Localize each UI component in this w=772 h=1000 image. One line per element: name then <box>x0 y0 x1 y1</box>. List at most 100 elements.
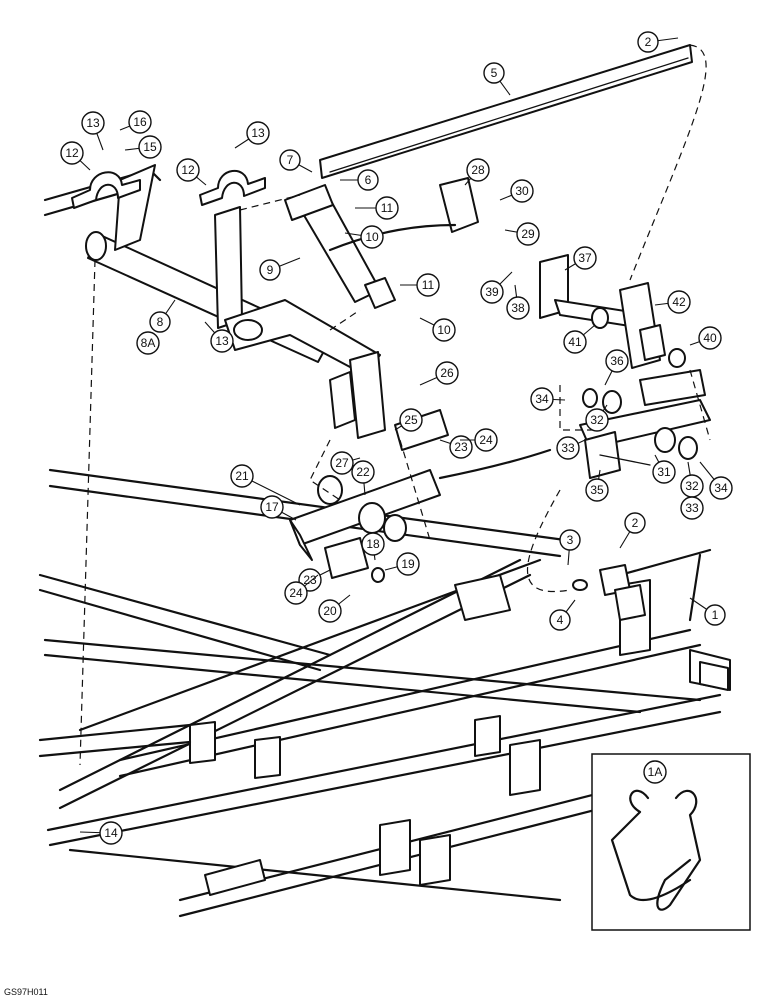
callout-c28: 28 <box>464 158 490 186</box>
callout-label-c12b: 12 <box>181 163 195 177</box>
callout-circle-c32a <box>585 408 609 432</box>
callout-label-c22: 22 <box>356 465 370 479</box>
callout-label-c18: 18 <box>366 537 380 551</box>
callout-label-c8a: 8A <box>141 336 156 350</box>
callout-label-c6: 6 <box>365 173 372 187</box>
callout-c9: 9 <box>259 257 301 281</box>
callout-c20: 20 <box>318 594 351 623</box>
callout-label-c36: 36 <box>610 354 624 368</box>
callout-circle-c37 <box>573 246 597 270</box>
callout-circle-c2a <box>637 31 659 53</box>
callout-circle-c13b <box>246 121 270 145</box>
callout-c11b: 11 <box>400 273 440 297</box>
callout-circle-c22 <box>351 460 375 484</box>
callout-circle-c6 <box>357 169 379 191</box>
callout-c21: 21 <box>230 464 301 506</box>
callout-circle-c26 <box>435 361 459 385</box>
callout-c29: 29 <box>504 222 540 246</box>
callout-c32b: 32 <box>680 461 704 498</box>
callout-c34b: 34 <box>699 461 733 500</box>
callout-label-c28: 28 <box>471 163 485 177</box>
callout-circle-c35 <box>585 478 609 502</box>
callout-circle-c2b <box>624 512 646 534</box>
callout-c37: 37 <box>564 246 597 271</box>
callout-label-c27: 27 <box>335 456 349 470</box>
callout-c26: 26 <box>419 361 459 386</box>
callout-label-c24b: 24 <box>289 586 303 600</box>
callout-label-c10a: 10 <box>365 230 379 244</box>
callout-label-c25: 25 <box>404 413 418 427</box>
callout-label-c42: 42 <box>672 295 686 309</box>
callout-label-c19: 19 <box>401 557 415 571</box>
callout-label-c26: 26 <box>440 366 454 380</box>
callout-label-c24a: 24 <box>479 433 493 447</box>
callout-c14: 14 <box>79 821 123 845</box>
callout-label-c34a: 34 <box>535 392 549 406</box>
callout-label-c30: 30 <box>515 184 529 198</box>
callout-circle-c14 <box>99 821 123 845</box>
callout-circle-c25 <box>399 408 423 432</box>
callout-label-c11b: 11 <box>422 278 435 292</box>
callout-circle-c5 <box>483 62 505 84</box>
callout-c12a: 12 <box>60 141 91 171</box>
figure-code: GS97H011 <box>4 987 48 997</box>
callout-label-c12a: 12 <box>65 146 79 160</box>
callout-label-c21: 21 <box>235 469 249 483</box>
callout-c1: 1 <box>689 597 726 626</box>
callout-circle-c8 <box>149 311 171 333</box>
callout-c15: 15 <box>124 135 162 159</box>
callout-c22: 22 <box>351 460 375 496</box>
callout-label-c17: 17 <box>265 500 279 514</box>
callout-c8: 8 <box>149 299 176 333</box>
callout-circle-c21 <box>230 464 254 488</box>
callout-label-c15: 15 <box>143 140 157 154</box>
callout-c25: 25 <box>394 408 423 432</box>
callout-circle-c28 <box>466 158 490 182</box>
callout-label-c34b: 34 <box>714 481 728 495</box>
callout-c24a: 24 <box>460 428 498 452</box>
callout-circle-c9 <box>259 259 281 281</box>
callout-circle-c42 <box>667 290 691 314</box>
upper-assembly <box>43 44 712 622</box>
callout-circle-c34a <box>530 387 554 411</box>
callout-c13a: 13 <box>81 111 105 151</box>
callout-circle-c3 <box>559 529 581 551</box>
callout-label-c32a: 32 <box>590 413 604 427</box>
callout-circle-c24b <box>284 581 308 605</box>
callout-label-c13a: 13 <box>86 116 100 130</box>
callout-circle-c18 <box>361 532 385 556</box>
callout-label-c13c: 13 <box>215 334 229 348</box>
leader-arc-35 <box>438 448 552 480</box>
callout-circle-c11b <box>416 273 440 297</box>
callout-c39: 39 <box>480 271 513 304</box>
callout-c13c: 13 <box>204 321 234 353</box>
callout-label-c5: 5 <box>491 66 498 80</box>
callout-c17: 17 <box>260 495 297 521</box>
callout-label-c11a: 11 <box>381 201 394 215</box>
callout-label-c35: 35 <box>590 483 604 497</box>
callout-circle-c12a <box>60 141 84 165</box>
callout-label-c2b: 2 <box>632 516 639 530</box>
callout-c10b: 10 <box>419 317 456 342</box>
callout-circle-c36 <box>605 349 629 373</box>
callout-label-c7: 7 <box>287 153 294 167</box>
callout-circle-c29 <box>516 222 540 246</box>
callout-label-c41: 41 <box>568 335 582 349</box>
callout-c5: 5 <box>483 62 511 96</box>
callout-circle-c16 <box>128 110 152 134</box>
callout-c27: 27 <box>330 451 361 475</box>
callout-circle-c13c <box>210 329 234 353</box>
callout-circle-c23a <box>449 435 473 459</box>
callout-label-c1a: 1A <box>648 765 663 779</box>
callout-label-c13b: 13 <box>251 126 265 140</box>
callout-c31: 31 <box>652 454 676 484</box>
callout-label-c40: 40 <box>703 331 717 345</box>
callout-label-c16: 16 <box>133 115 147 129</box>
callout-c6: 6 <box>340 169 379 191</box>
callout-c8a: 8A <box>136 331 160 355</box>
callout-circle-c33b <box>680 496 704 520</box>
callout-circle-c30 <box>510 179 534 203</box>
callout-circle-c41 <box>563 330 587 354</box>
callout-c12b: 12 <box>176 158 207 186</box>
